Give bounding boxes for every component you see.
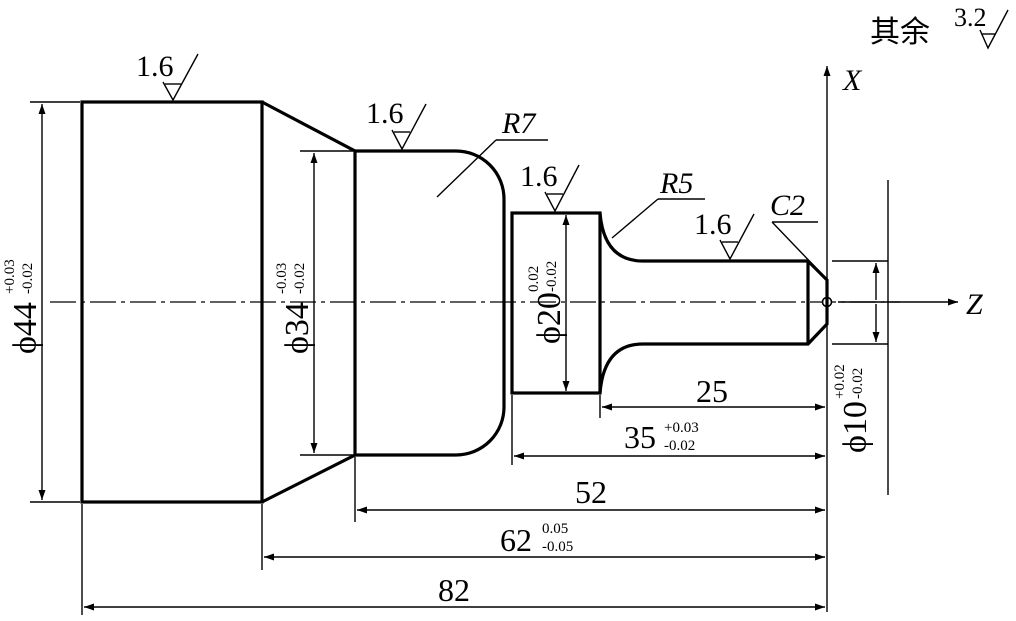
dim-l82: 82: [438, 572, 470, 608]
svg-text:1.6: 1.6: [520, 160, 558, 193]
svg-text:-0.02: -0.02: [544, 261, 560, 292]
svg-text:35: 35: [624, 419, 656, 455]
remaining-roughness-note: 其余 3.2: [870, 3, 1009, 50]
dim-l62: 62 0.05 -0.05: [500, 521, 573, 558]
svg-text:3.2: 3.2: [954, 3, 987, 32]
svg-text:+0.02: +0.02: [832, 364, 848, 399]
surface-finish-3: 1.6: [520, 160, 580, 213]
dim-l25: 25: [696, 373, 728, 409]
dim-d10: ϕ10 +0.02 -0.02: [832, 364, 874, 453]
svg-text:0.02: 0.02: [526, 266, 542, 292]
dim-d34: ϕ34 -0.03 -0.02: [274, 263, 316, 354]
svg-text:-0.05: -0.05: [542, 539, 573, 555]
svg-text:-0.02: -0.02: [20, 263, 36, 294]
dim-l52: 52: [575, 474, 607, 510]
extension-lines: [30, 101, 888, 615]
svg-text:+0.03: +0.03: [664, 420, 699, 436]
dim-d44: ϕ44 +0.03 -0.02: [2, 259, 44, 354]
surface-finish-2: 1.6: [366, 97, 427, 151]
radius-r5: R5: [611, 167, 705, 239]
chamfer-c2: C2: [770, 189, 819, 271]
dim-d20: ϕ20 0.02 -0.02: [526, 261, 568, 344]
svg-text:ϕ44: ϕ44: [7, 302, 44, 354]
part-outline: [80, 100, 829, 504]
svg-text:+0.03: +0.03: [2, 259, 18, 294]
x-axis-label: X: [842, 64, 863, 97]
svg-text:-0.02: -0.02: [292, 263, 308, 294]
svg-text:ϕ10: ϕ10: [837, 401, 874, 453]
svg-text:-0.03: -0.03: [274, 263, 290, 294]
svg-text:1.6: 1.6: [694, 208, 732, 241]
svg-text:R7: R7: [501, 107, 537, 140]
svg-text:1.6: 1.6: [136, 50, 174, 83]
svg-text:R5: R5: [659, 167, 693, 200]
svg-text:-0.02: -0.02: [850, 368, 866, 399]
svg-text:0.05: 0.05: [542, 521, 568, 537]
svg-text:1.6: 1.6: [366, 97, 404, 130]
svg-text:C2: C2: [770, 189, 805, 222]
z-axis-label: Z: [966, 288, 983, 321]
svg-text:ϕ20: ϕ20: [531, 292, 568, 344]
dim-l35: 35 +0.03 -0.02: [624, 419, 699, 455]
surface-finish-1: 1.6: [136, 50, 199, 102]
radius-r7: R7: [436, 107, 548, 198]
svg-text:-0.02: -0.02: [664, 438, 695, 454]
svg-text:其余: 其余: [870, 16, 930, 49]
svg-text:62: 62: [500, 522, 532, 558]
svg-text:ϕ34: ϕ34: [279, 302, 316, 354]
surface-finish-4: 1.6: [694, 208, 755, 261]
